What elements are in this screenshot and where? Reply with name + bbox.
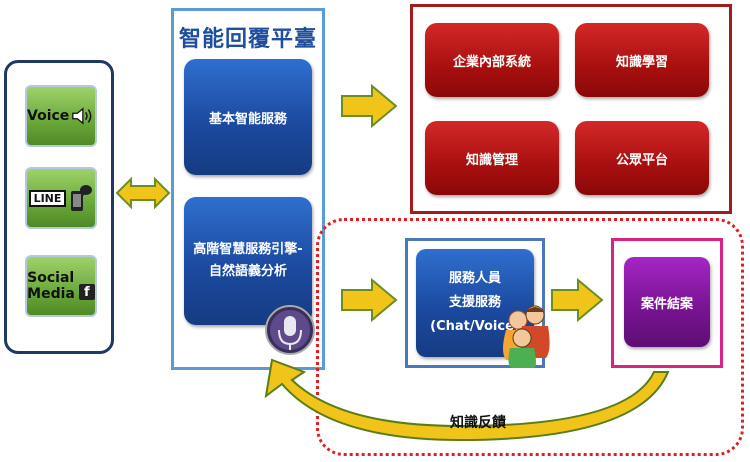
channel-line[interactable]: LINE: [25, 167, 97, 229]
enterprise-internal-system[interactable]: 企業內部系統: [425, 23, 559, 97]
knowledge-learning[interactable]: 知識學習: [575, 23, 709, 97]
service-line1: 服務人員: [448, 271, 501, 286]
advanced-engine-line2: 自然語義分析: [208, 264, 287, 279]
service-line2: 支援服務: [448, 295, 501, 310]
knowledge-feedback-label: 知識反饋: [450, 415, 506, 431]
microphone-icon: [265, 305, 315, 355]
arrow-to-service: [341, 277, 398, 323]
channel-voice[interactable]: Voice: [25, 85, 97, 147]
enterprise-internal-system-label: 企業內部系統: [452, 54, 531, 70]
feedback-arrow: [264, 358, 670, 442]
facebook-icon: f: [78, 284, 95, 300]
phone-chat-icon: [71, 185, 93, 211]
staff-people-icon: [503, 305, 550, 368]
service-staff-box[interactable]: 服務人員 支援服務 (Chat/Voice): [416, 249, 534, 357]
platform-title: 智能回覆平臺: [178, 27, 317, 52]
service-dotted-region: [316, 218, 744, 456]
basic-smart-service-box[interactable]: 基本智能服務: [184, 59, 312, 175]
channel-social-media[interactable]: Social Media f: [25, 255, 97, 317]
knowledge-learning-label: 知識學習: [615, 54, 668, 70]
basic-smart-service-label: 基本智能服務: [208, 111, 287, 127]
arrow-to-enterprise: [341, 83, 398, 129]
case-close-frame: 案件結案: [611, 238, 723, 368]
social-label-line1: Social: [27, 270, 75, 286]
service-line3: (Chat/Voice): [430, 319, 520, 334]
arrow-to-case-close: [551, 277, 604, 323]
bidirectional-arrow: [115, 176, 171, 210]
enterprise-frame: 企業內部系統 知識學習 知識管理 公眾平台: [410, 4, 732, 214]
advanced-engine-line1: 高階智慧服務引擎-: [193, 242, 303, 257]
speaker-icon: [72, 107, 92, 125]
social-label-line2: Media: [27, 286, 75, 302]
case-close-box[interactable]: 案件結案: [624, 257, 710, 347]
advanced-engine-box[interactable]: 高階智慧服務引擎- 自然語義分析: [184, 197, 312, 325]
channel-voice-label: Voice: [27, 108, 70, 124]
case-close-label: 案件結案: [640, 296, 693, 312]
knowledge-management[interactable]: 知識管理: [425, 121, 559, 195]
line-logo: LINE: [28, 189, 67, 207]
channels-panel: Voice LINE Social Media f: [4, 60, 114, 354]
public-platform[interactable]: 公眾平台: [575, 121, 709, 195]
public-platform-label: 公眾平台: [615, 152, 668, 168]
knowledge-management-label: 知識管理: [465, 152, 518, 168]
